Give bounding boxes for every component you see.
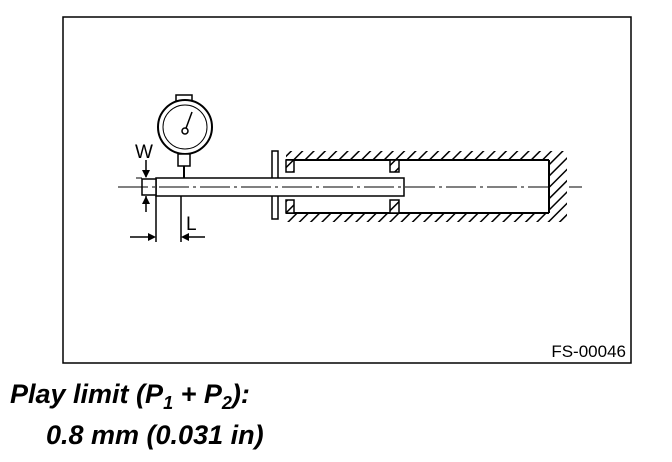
dial-indicator	[157, 94, 213, 178]
w-dimension	[136, 160, 150, 212]
figure-frame	[62, 16, 632, 364]
caption-sub1: 1	[163, 393, 174, 413]
caption-prefix: Play limit (P	[10, 379, 164, 409]
caption-line2: 0.8 mm (0.031 in)	[46, 420, 264, 450]
diagram: W L	[62, 16, 632, 364]
l-label: L	[186, 214, 197, 235]
figure-code: FS-00046	[551, 342, 626, 361]
bushings	[285, 159, 400, 214]
caption-suffix: ):	[231, 379, 250, 409]
caption-line1: Play limit (P1 + P2):	[10, 379, 250, 413]
caption-plus: + P	[173, 379, 222, 409]
caption-sub2: 2	[221, 393, 232, 413]
housing	[286, 151, 567, 222]
caption: Play limit (P1 + P2): 0.8 mm (0.031 in)	[10, 378, 264, 451]
shaft	[118, 177, 405, 197]
l-dimension	[130, 196, 205, 242]
w-label: W	[135, 142, 153, 163]
